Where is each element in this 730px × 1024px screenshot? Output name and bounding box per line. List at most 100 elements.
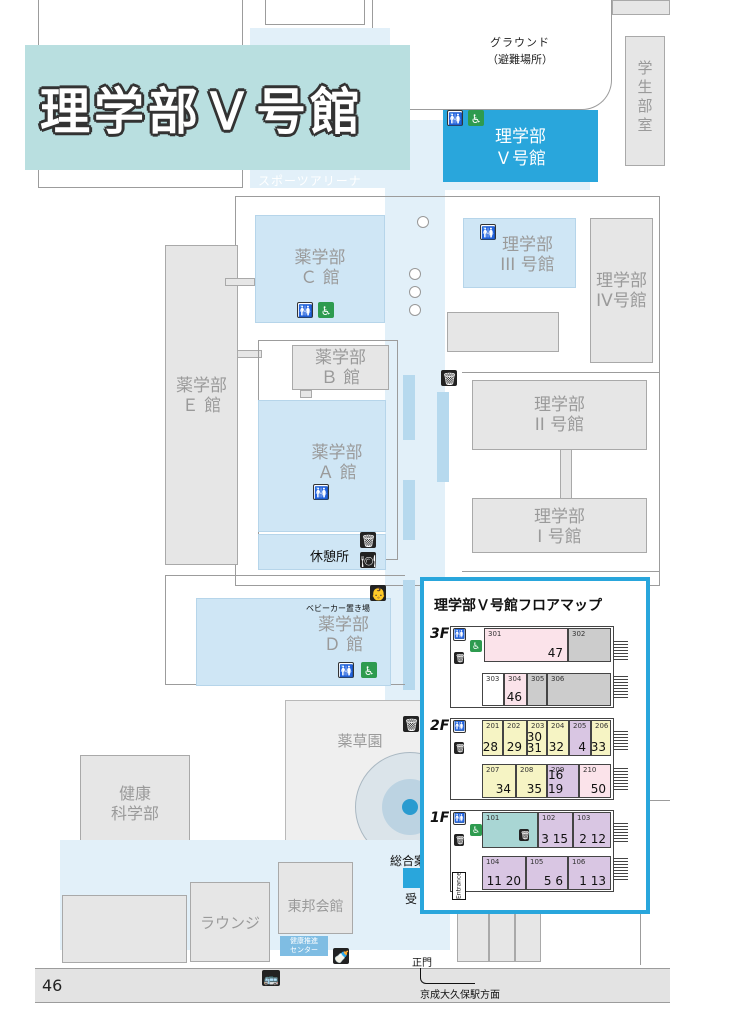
pillar-circle (417, 216, 429, 228)
sci-3-label: 理学部 III 号館 (500, 235, 555, 275)
walkway-stripe (437, 392, 449, 482)
map-outline (265, 0, 365, 25)
route-arrow (420, 968, 475, 984)
wheelchair-icon: ♿ (468, 110, 484, 126)
station-label: 京成大久保駅方面 (420, 990, 500, 1001)
trash-icon: 🗑 (441, 370, 458, 386)
road (35, 968, 670, 1003)
ground-label: グラウンド (490, 36, 550, 49)
trash-icon: 🗑 (360, 532, 377, 548)
general-label: 総合案 (390, 854, 427, 868)
stairs (614, 640, 628, 660)
stairs (614, 768, 628, 790)
pharm-b-building[interactable]: 薬学部 Ｂ 館 (292, 345, 389, 390)
pharm-c-label: 薬学部 Ｃ 館 (294, 248, 346, 288)
student-room-label: 学 生 部 室 (637, 59, 653, 134)
lounge-building[interactable]: ラウンジ (190, 882, 270, 962)
floor-label-2f: 2F (430, 718, 450, 734)
entrance-arrow (452, 872, 466, 900)
health-label: 健康 科学部 (110, 784, 159, 823)
sci-v-label: 理学部 Ｖ号館 (495, 127, 546, 169)
rest-area-label: 休憩所 (310, 550, 350, 565)
floor-2f-outline (450, 718, 614, 800)
restroom-icon: 🚻 (338, 662, 354, 678)
map-block (560, 450, 572, 498)
stairs (614, 676, 628, 698)
map-block (237, 350, 262, 358)
toho-hall-building[interactable]: 東邦会館 (278, 862, 353, 934)
floor-label-1f: 1F (430, 810, 450, 826)
title-banner (25, 45, 410, 170)
sci-1-label: 理学部 I 号館 (534, 507, 585, 547)
restroom-icon: 🚻 (313, 484, 329, 500)
map-block (447, 312, 559, 352)
map-block (62, 895, 187, 963)
page-title: 理学部Ｖ号館 (40, 83, 364, 141)
room-101[interactable]: 101🗑 (482, 812, 538, 848)
sci-2-building[interactable]: 理学部 II 号館 (472, 380, 647, 450)
pharm-a-building[interactable]: 薬学部 Ａ 館 (258, 400, 386, 532)
restroom-icon: 🚻 (453, 720, 466, 733)
pharm-d-building[interactable]: 薬学部 Ｄ 館 (196, 598, 391, 686)
page-number: 46 (42, 976, 63, 995)
pillar-circle (409, 304, 421, 316)
wheelchair-icon: ♿ (470, 640, 482, 652)
stairs (614, 822, 628, 842)
herb-garden-label: 薬草園 (337, 732, 383, 750)
sci-4-building[interactable]: 理学部 IV号館 (590, 218, 653, 363)
floor-label-3f: 3F (430, 626, 450, 642)
map-block (225, 278, 255, 286)
reception-label: 受 (405, 892, 418, 906)
pharm-e-building[interactable]: 薬学部 Ｅ 館 (165, 245, 238, 565)
stroller-icon: 👶 (370, 585, 386, 601)
main-gate-label: 正門 (412, 958, 432, 969)
stairs (614, 858, 628, 880)
trash-icon: 🗑 (454, 742, 466, 754)
room-302[interactable]: 302 (568, 628, 611, 662)
pharm-a-label: 薬学部 Ａ 館 (311, 443, 363, 483)
sci-1-building[interactable]: 理学部 I 号館 (472, 498, 647, 553)
student-room-building: 学 生 部 室 (625, 36, 665, 166)
room-306[interactable]: 306 (547, 673, 611, 706)
bottle-icon: 🍼 (333, 948, 349, 964)
map-block (457, 912, 489, 962)
floor-3f-outline (450, 626, 614, 708)
restroom-icon: 🚻 (453, 628, 466, 641)
trash-icon: 🗑 (403, 716, 420, 732)
stroller-label: ベビーカー置き場 (306, 604, 370, 613)
bus-icon: 🚌 (262, 970, 280, 986)
restroom-icon: 🚻 (297, 302, 313, 318)
pharm-b-label: 薬学部 Ｂ 館 (315, 348, 366, 388)
walkway-stripe (403, 580, 415, 690)
sci-v-building[interactable]: 理学部 Ｖ号館 (443, 110, 598, 182)
room-305[interactable]: 305 (527, 673, 547, 706)
health-center[interactable]: 健康推進 センター (280, 936, 328, 956)
sci-4-label: 理学部 IV号館 (596, 271, 647, 311)
restroom-icon: 🚻 (480, 224, 496, 240)
sci-2-label: 理学部 II 号館 (534, 395, 585, 435)
walkway-stripe (403, 480, 415, 540)
room-303[interactable]: 303 (482, 673, 504, 706)
entrance-label: Entrance (455, 872, 463, 899)
pharm-d-label: 薬学部 Ｄ 館 (318, 615, 369, 655)
restroom-icon: 🚻 (447, 110, 463, 126)
trash-icon: 🗑 (454, 834, 466, 846)
